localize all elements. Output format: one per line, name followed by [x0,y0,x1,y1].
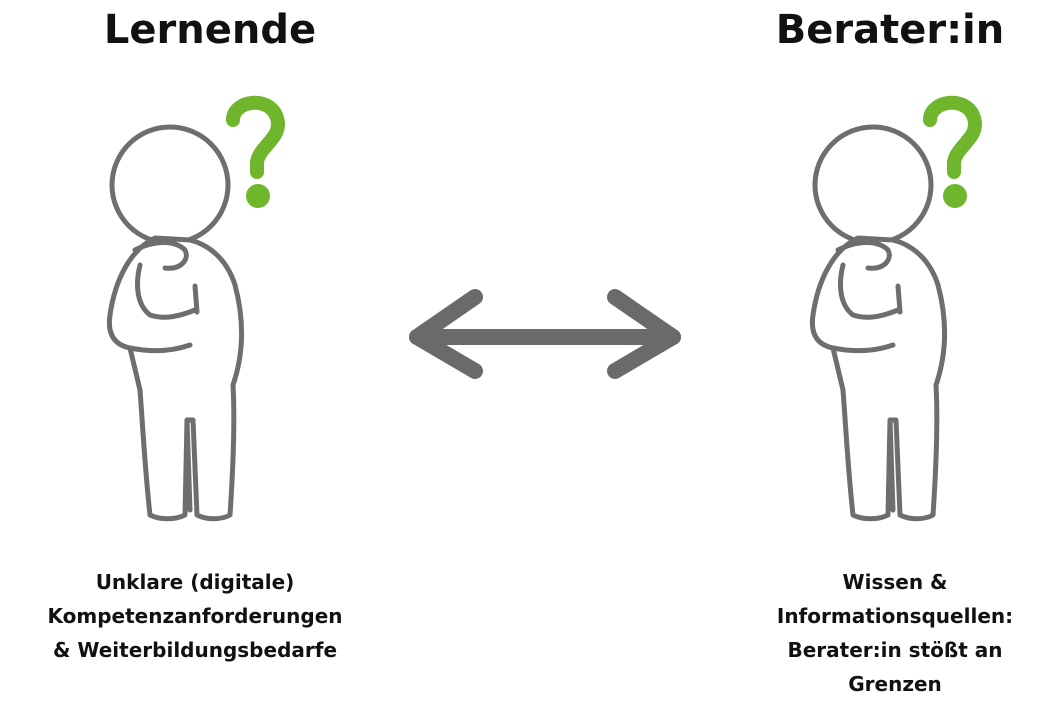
learner-figure [106,95,285,522]
thinking-person-icon [809,124,947,522]
caption-line: Kompetenzanforderungen [47,604,343,628]
thinking-person-icon [106,124,244,522]
caption-line: & Weiterbildungsbedarfe [52,638,338,662]
caption-line: Informationsquellen: [776,604,1014,628]
advisor-caption: Wissen & Informationsquellen: Berater:in… [735,565,1037,701]
advisor-figure [809,95,982,522]
caption-line: Grenzen [848,672,942,696]
learner-title: Lernende [103,7,317,53]
question-mark-icon [226,95,285,208]
learner-caption: Unklare (digitale) Kompetenzanforderunge… [10,565,380,667]
caption-line: Wissen & [842,570,948,594]
advisor-title: Berater:in [775,7,1005,53]
caption-line: Berater:in stößt an [787,638,1003,662]
double-arrow-icon [409,289,681,379]
question-mark-icon [923,95,982,208]
caption-line: Unklare (digitale) [95,570,295,594]
